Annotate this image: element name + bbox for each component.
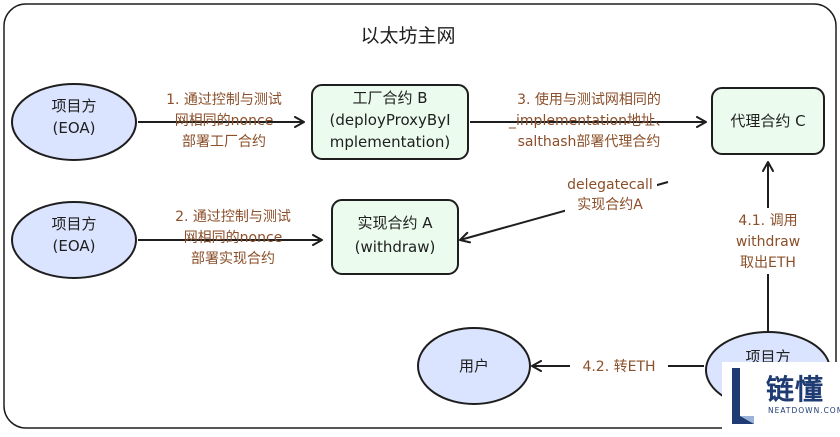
label-line: 部署实现合约 [191, 251, 275, 267]
user-node [417, 327, 531, 405]
factory-contract-b-label: 工厂合约 B (deployProxyByI mplementation) [329, 89, 450, 151]
label-line: 项目方 [51, 215, 96, 233]
label-line: 实现合约 A [357, 214, 433, 232]
logo-main-text: 链懂 [766, 373, 825, 406]
proxy-contract-c-node [711, 87, 825, 155]
step-4-1-label-bg [728, 208, 808, 274]
label-line: _implementation地址、 [508, 113, 669, 129]
step-3-label: 3. 使用与测试网相同的 _implementation地址、 salthash部署… [508, 91, 669, 150]
neatdown-logo: 链懂 NEATDOWN.COM [722, 362, 840, 432]
logo-l-icon [732, 368, 754, 424]
label-line: 4.2. 转ETH [582, 359, 655, 375]
label-line: (EOA) [53, 237, 96, 255]
step-1-label: 1. 通过控制与测试网相同的nonce 部署工厂合约 [166, 92, 282, 150]
delegatecall-label-bg [565, 172, 657, 216]
logo-sub-text: NEATDOWN.COM [768, 406, 840, 415]
delegatecall-label: delegatecall 实现合约A [567, 177, 653, 213]
factory-contract-b-node [311, 84, 469, 160]
owner-node-bottom-label: 项目方 [745, 348, 790, 366]
label-line: 4.1. 调用 [738, 213, 797, 229]
label-line: 3. 使用与测试网相同的 [517, 91, 661, 108]
label-line: 网相同的nonce [184, 230, 283, 246]
label-line: mplementation) [330, 133, 451, 151]
label-line: (deployProxyByI [329, 111, 450, 129]
proxy-contract-c-label: 代理合约 C [730, 112, 805, 130]
step-4-1-label: 4.1. 调用 withdraw 取出ETH [736, 213, 800, 271]
label-line: 网相同的nonce [175, 113, 274, 129]
implementation-contract-a-node [331, 199, 459, 275]
label-line: 2. 通过控制与测试 [175, 209, 291, 225]
eoa-node-1-label: 项目方 (EOA) [51, 97, 96, 137]
label-line: salthash部署代理合约 [518, 134, 661, 150]
label-line: (withdraw) [355, 238, 436, 256]
label-line: 工厂合约 B [352, 89, 427, 107]
implementation-contract-a-label: 实现合约 A (withdraw) [355, 214, 436, 256]
label-line: (EOA) [53, 119, 96, 137]
label-line: 用户 [459, 357, 489, 375]
label-line: 部署工厂合约 [182, 134, 266, 150]
label-line: 代理合约 C [730, 112, 805, 130]
label-line: delegatecall [567, 177, 653, 193]
eoa-node-2 [11, 201, 137, 279]
eoa-node-1 [11, 83, 137, 161]
label-line: 项目方 [745, 348, 790, 366]
label-line: 1. 通过控制与测试 [166, 92, 282, 108]
step-4-2-label: 4.2. 转ETH [582, 359, 655, 375]
label-line: withdraw [736, 234, 800, 250]
step-2-label: 2. 通过控制与测试网相同的nonce 部署实现合约 [175, 209, 291, 267]
label-line: 项目方 [51, 97, 96, 115]
label-line: 取出ETH [740, 255, 796, 271]
label-line: 实现合约A [577, 197, 643, 213]
user-node-label: 用户 [459, 357, 489, 375]
diagram-title: 以太坊主网 [360, 25, 455, 47]
eoa-node-2-label: 项目方 (EOA) [51, 215, 96, 255]
step-4-2-label-bg [570, 354, 668, 376]
